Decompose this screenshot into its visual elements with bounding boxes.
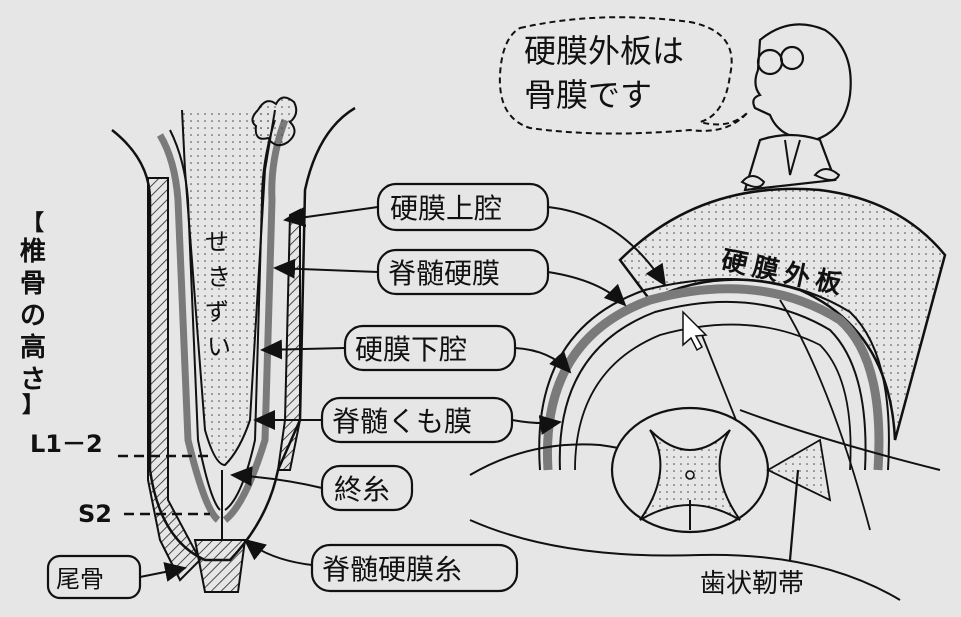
label-arachnoid: 脊髄くも膜 xyxy=(332,405,472,438)
sekizui-char-1: せ xyxy=(205,228,229,256)
label-subdural-space: 硬膜下腔 xyxy=(355,333,467,366)
center-labels: 硬膜上腔 脊髄硬膜 硬膜下腔 脊髄くも膜 終糸 脊髄硬膜糸 xyxy=(230,182,667,593)
vertebral-level-label: 【 椎 骨 の 高 さ 】 xyxy=(20,211,46,418)
bubble-line-1: 硬膜外板は xyxy=(524,32,684,70)
bracket-open: 【 xyxy=(22,211,44,236)
speech-bubble: 硬膜外板は 骨膜です xyxy=(498,16,749,135)
sekizui-char-2: き xyxy=(207,263,231,291)
label-filum-terminale: 終糸 xyxy=(334,473,390,506)
bubble-line-2: 骨膜です xyxy=(524,76,652,114)
side-char-1: 椎 xyxy=(20,237,46,267)
label-denticulate-ligament: 歯状靭帯 xyxy=(700,569,804,599)
epidural-plate-band xyxy=(618,187,947,441)
marker-s2: S2 xyxy=(78,500,112,528)
level-markers: L1－2 S2 xyxy=(30,430,210,528)
label-coccyx: 尾骨 xyxy=(56,565,104,593)
mouse-cursor-icon xyxy=(682,310,708,352)
sekizui-char-4: い xyxy=(207,333,231,361)
side-char-2: 骨 xyxy=(20,269,46,299)
side-char-3: の xyxy=(20,301,46,331)
label-dura-mater: 脊髄硬膜 xyxy=(388,257,500,290)
coccyx-label-group: 尾骨 xyxy=(46,554,187,600)
vertebra-hatch-left xyxy=(147,177,202,582)
vertebra-hatch-right xyxy=(276,208,301,471)
spinal-column-section: せ き ず い xyxy=(111,96,356,593)
sekizui-char-3: ず xyxy=(205,298,229,326)
label-dural-filum: 脊髄硬膜糸 xyxy=(322,553,462,586)
coccyx-bone xyxy=(193,539,247,593)
professor-character-icon xyxy=(740,23,852,192)
marker-l1-2: L1－2 xyxy=(30,430,103,458)
cross-section xyxy=(469,187,947,601)
label-epidural-space: 硬膜上腔 xyxy=(390,192,502,225)
bracket-close: 】 xyxy=(22,393,44,418)
side-char-5: さ xyxy=(20,365,46,395)
side-char-4: 高 xyxy=(20,332,46,363)
